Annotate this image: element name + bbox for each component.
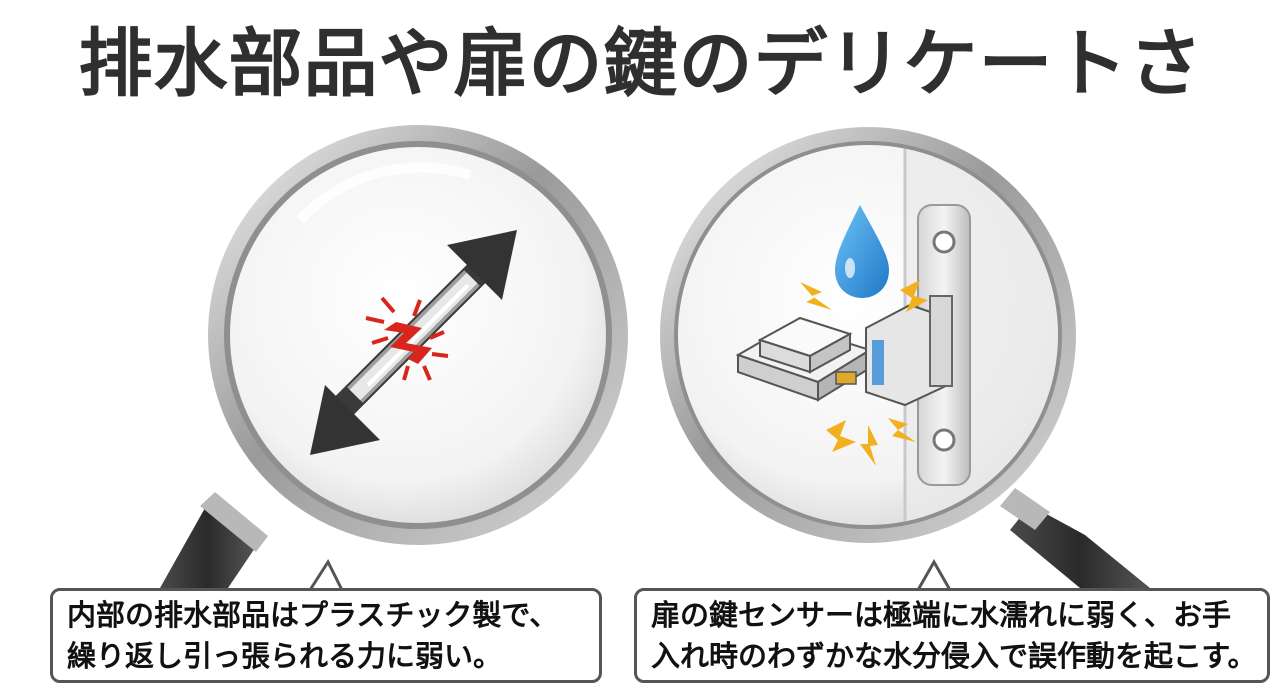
- right-handle: [1000, 488, 1150, 588]
- right-callout-line-2: 入れ時のわずかな水分侵入で誤作動を起こす。: [651, 639, 1257, 673]
- page-title: 排水部品や扉の鍵のデリケートさ: [78, 21, 1204, 107]
- water-drop-icon: [835, 205, 889, 298]
- right-callout-line-1: 扉の鍵センサーは極端に水濡れに弱く、お手: [651, 598, 1232, 632]
- plastic-rod: [347, 270, 480, 403]
- door-lock-sensor: [735, 295, 953, 407]
- left-callout-line-2: 繰り返し引っ張られる力に弱い。: [67, 639, 503, 673]
- crack-burst-icon: [365, 296, 449, 381]
- left-handle: [160, 492, 268, 588]
- left-callout: 内部の排水部品はプラスチック製で、 繰り返し引っ張られる力に弱い。: [50, 588, 602, 683]
- right-callout: 扉の鍵センサーは極端に水濡れに弱く、お手 入れ時のわずかな水分侵入で誤作動を起こ…: [634, 588, 1270, 683]
- lightning-sparks-icon: [800, 280, 928, 466]
- left-callout-line-1: 内部の排水部品はプラスチック製で、: [67, 598, 559, 632]
